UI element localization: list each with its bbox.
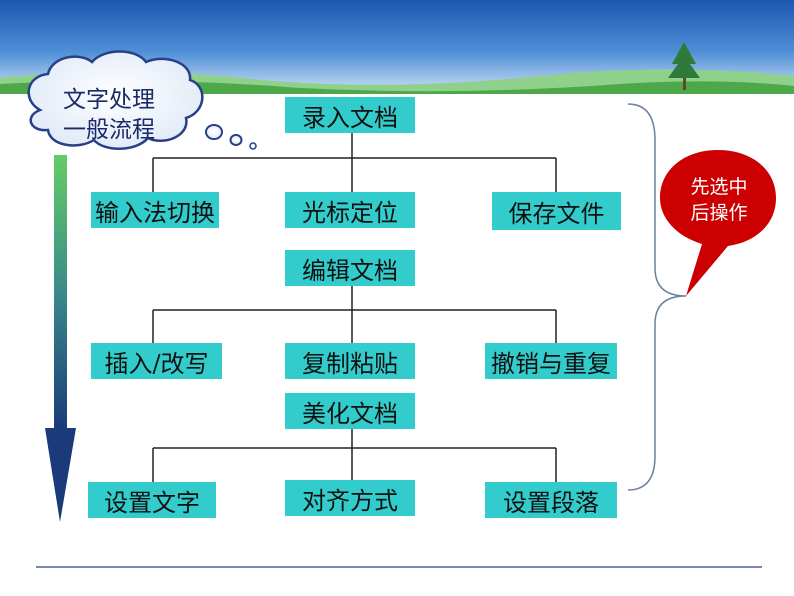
cloud-line-2: 一般流程 xyxy=(63,117,155,143)
cloud-bubble xyxy=(229,134,243,146)
flow-arrow xyxy=(45,155,76,522)
node-cursor-position: 光标定位 xyxy=(285,192,415,228)
node-copy-paste: 复制粘贴 xyxy=(285,343,415,379)
node-format-text: 设置文字 xyxy=(88,482,216,518)
callout-line-1: 先选中 xyxy=(690,176,748,198)
node-input-switch: 输入法切换 xyxy=(91,192,219,228)
node-edit-doc: 编辑文档 xyxy=(285,250,415,286)
callout-bubble xyxy=(660,150,776,296)
right-brace xyxy=(627,103,687,491)
tree-icon xyxy=(668,42,700,90)
node-insert-overwrite: 插入/改写 xyxy=(91,343,222,379)
node-record-doc: 录入文档 xyxy=(285,97,415,133)
tree-connectors xyxy=(152,133,557,482)
callout-line-2: 后操作 xyxy=(690,202,748,224)
node-beautify-doc: 美化文档 xyxy=(285,393,415,429)
node-alignment: 对齐方式 xyxy=(285,480,415,516)
title-cloud xyxy=(27,50,257,150)
node-paragraph-settings: 设置段落 xyxy=(485,482,617,518)
cloud-bubble xyxy=(205,124,223,140)
node-undo-redo: 撤销与重复 xyxy=(485,343,617,379)
cloud-bubble xyxy=(249,142,257,150)
cloud-line-1: 文字处理 xyxy=(63,87,155,113)
node-save-file: 保存文件 xyxy=(492,192,621,230)
